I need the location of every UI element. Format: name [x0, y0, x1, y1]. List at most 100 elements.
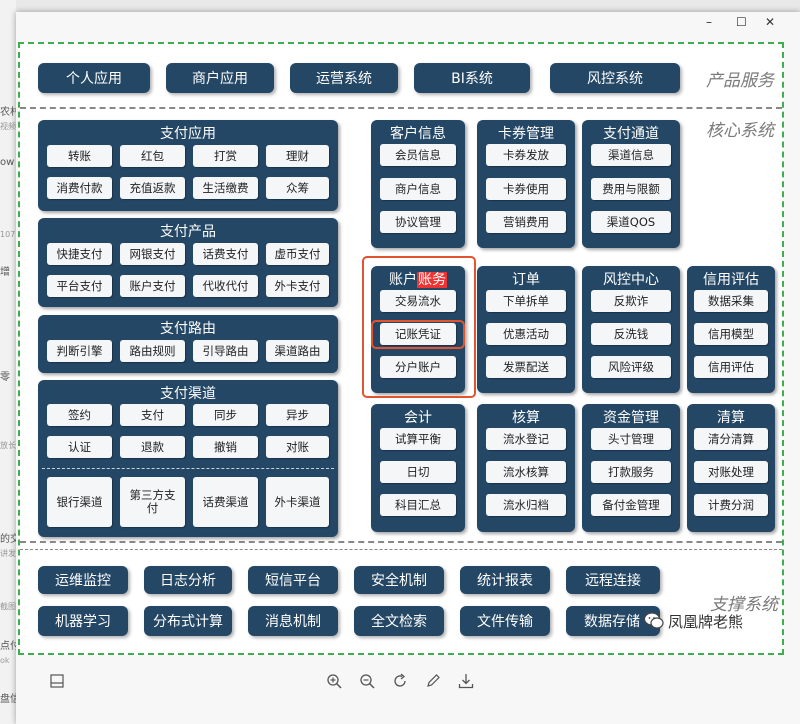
module-box: 同步	[193, 404, 258, 426]
module-box: 反欺诈	[591, 290, 671, 312]
background-app-strip: 农村 视频 ow 107 增 零 放长 的交 讲发 截图 点付 ok 盘信	[0, 0, 16, 724]
module-box: 路由规则	[120, 340, 185, 362]
module-box: 发票配送	[486, 356, 566, 378]
panel-title: 账户账务	[371, 269, 465, 289]
module-box: 优惠活动	[486, 323, 566, 345]
module-box: 生活缴费	[193, 177, 258, 199]
module-box: 银行渠道	[47, 477, 112, 527]
architecture-diagram: 个人应用 商户应用 运营系统 BI系统 风控系统 产品服务 核心系统 支付应用 …	[18, 42, 784, 655]
highlighted-text: 账务	[417, 272, 447, 288]
module-box: 账户支付	[120, 275, 185, 297]
panel-title: 支付路由	[160, 321, 216, 337]
layer-label-support: 支撑系统	[710, 595, 778, 615]
module-box: 卡券发放	[486, 144, 566, 166]
bg-text: 讲发	[0, 549, 16, 558]
module-box: 渠道路由	[266, 340, 329, 362]
maximize-button[interactable]: ☐	[736, 15, 747, 29]
module-box: 签约	[47, 404, 112, 426]
panel-payment-app: 支付应用 转账 红包 打赏 理财 消费付款 充值返款 生活缴费 众筹	[38, 120, 338, 211]
bg-text: 增	[0, 267, 10, 278]
support-box: 消息机制	[248, 606, 338, 636]
module-box: 虚币支付	[266, 243, 329, 265]
module-box: 渠道信息	[591, 144, 671, 166]
panel-title: 支付应用	[160, 126, 216, 142]
module-box: 协议管理	[380, 211, 456, 233]
panel-title: 会计	[404, 410, 432, 426]
layer-label-product: 产品服务	[706, 71, 774, 91]
module-box: 渠道QOS	[591, 211, 671, 233]
module-box: 对账处理	[694, 461, 768, 483]
panel-payment-product: 支付产品 快捷支付 网银支付 话费支付 虚币支付 平台支付 账户支付 代收代付 …	[38, 218, 338, 307]
panel-title: 核算	[512, 410, 540, 426]
support-box: 分布式计算	[144, 606, 232, 636]
module-box: 撤销	[193, 436, 258, 458]
support-box: 全文检索	[354, 606, 444, 636]
support-box: 日志分析	[144, 566, 232, 594]
module-box: 话费渠道	[193, 477, 258, 527]
minimize-button[interactable]: –	[706, 15, 712, 29]
module-box: 理财	[266, 145, 329, 167]
product-box: 个人应用	[38, 63, 150, 93]
module-box: 会员信息	[380, 144, 456, 166]
module-box: 信用评估	[694, 356, 768, 378]
panel-clearing: 清算 清分清算 对账处理 计费分润	[687, 404, 775, 532]
rotate-icon[interactable]	[392, 673, 408, 689]
layer-separator	[20, 541, 782, 543]
module-box: 下单拆单	[486, 290, 566, 312]
module-box: 流水核算	[486, 461, 566, 483]
panel-risk-center: 风控中心 反欺诈 反洗钱 风险评级	[582, 266, 680, 393]
module-box: 风险评级	[591, 356, 671, 378]
module-box: 支付	[120, 404, 185, 426]
module-box: 清分清算	[694, 428, 768, 450]
module-box: 异步	[266, 404, 329, 426]
panel-accounting: 会计 试算平衡 日切 科目汇总	[371, 404, 465, 532]
module-box: 充值返款	[120, 177, 185, 199]
module-box: 外卡支付	[266, 275, 329, 297]
layer-separator	[20, 107, 782, 109]
close-button[interactable]: ✕	[765, 15, 776, 29]
panel-title: 信用评估	[703, 272, 759, 288]
module-box: 分户账户	[380, 356, 456, 378]
thumbnail-icon[interactable]	[50, 674, 64, 688]
bg-text: 107	[0, 230, 16, 239]
panel-title: 卡券管理	[498, 126, 554, 142]
module-box: 卡券使用	[486, 178, 566, 200]
module-box: 打款服务	[591, 461, 671, 483]
panel-payment-channel: 支付渠道 签约 支付 同步 异步 认证 退款 撤销 对账 银行渠道 第三方支付 …	[38, 380, 338, 537]
module-box: 日切	[380, 461, 456, 483]
panel-account: 账户账务 交易流水 记账凭证 分户账户	[371, 266, 465, 393]
bg-text: 放长	[0, 441, 16, 450]
module-box: 记账凭证	[380, 323, 456, 345]
product-box: BI系统	[414, 63, 530, 93]
panel-order: 订单 下单拆单 优惠活动 发票配送	[477, 266, 575, 393]
panel-title: 资金管理	[603, 410, 659, 426]
module-box: 计费分润	[694, 494, 768, 516]
support-box: 安全机制	[354, 566, 444, 594]
module-box: 众筹	[266, 177, 329, 199]
zoom-in-icon[interactable]	[326, 673, 342, 689]
module-box: 转账	[47, 145, 112, 167]
support-box: 文件传输	[460, 606, 550, 636]
panel-settlement-check: 核算 流水登记 流水核算 流水归档	[477, 404, 575, 532]
module-box: 快捷支付	[47, 243, 112, 265]
module-box: 第三方支付	[120, 477, 185, 527]
module-box: 反洗钱	[591, 323, 671, 345]
download-icon[interactable]	[458, 673, 474, 689]
module-box: 网银支付	[120, 243, 185, 265]
panel-title: 支付渠道	[160, 386, 216, 402]
bg-text: 截图	[0, 602, 16, 611]
module-box: 退款	[120, 436, 185, 458]
edit-icon[interactable]	[425, 673, 441, 689]
bg-text: ow	[0, 157, 15, 168]
panel-customer-info: 客户信息 会员信息 商户信息 协议管理	[371, 120, 465, 248]
panel-title: 订单	[512, 272, 540, 288]
panel-title-account: 账户	[389, 272, 417, 288]
watermark-text: 凤凰牌老熊	[668, 613, 744, 631]
module-box: 头寸管理	[591, 428, 671, 450]
panel-credit-assessment: 信用评估 数据采集 信用模型 信用评估	[687, 266, 775, 393]
panel-fund-management: 资金管理 头寸管理 打款服务 备付金管理	[582, 404, 680, 532]
bg-text: 的交	[0, 534, 16, 545]
zoom-out-icon[interactable]	[359, 673, 375, 689]
support-box: 短信平台	[248, 566, 338, 594]
module-box: 话费支付	[193, 243, 258, 265]
